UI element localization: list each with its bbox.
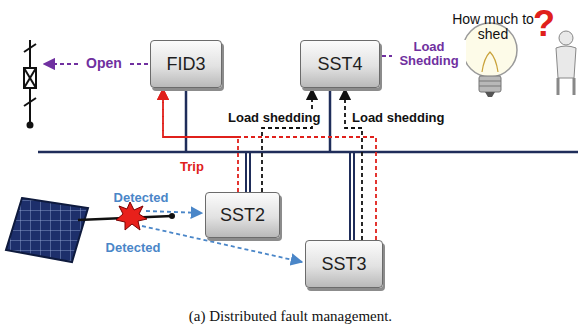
bus-line <box>38 151 578 154</box>
feeder-line <box>329 88 332 152</box>
action-label: Open <box>80 56 128 71</box>
device-name: SST2 <box>220 205 265 226</box>
junction-dot <box>169 213 175 219</box>
detected-label: Detected <box>108 191 174 205</box>
breaker-symbol <box>24 40 36 128</box>
device-name: FID3 <box>166 54 205 75</box>
signal-connector <box>262 89 312 192</box>
device-name: SST4 <box>317 54 362 75</box>
edge-label: Trip <box>178 160 206 174</box>
figure-caption: (a) Distributed fault management. <box>0 308 581 325</box>
edge-label: Load shedding <box>350 111 446 125</box>
thinking-person <box>556 31 576 95</box>
action-label: Load Shedding <box>392 40 466 69</box>
detect-arrow <box>146 211 202 213</box>
device-box: FID3 <box>150 40 222 88</box>
device-box: SST3 <box>305 240 383 288</box>
question-mark: ? <box>532 4 556 44</box>
device-box: SST2 <box>205 192 280 238</box>
question-note: How much to shed <box>452 12 534 43</box>
solar-panel <box>6 198 88 262</box>
detected-label: Detected <box>100 241 166 255</box>
device-box: SST4 <box>300 40 380 88</box>
signal-connector <box>163 89 238 192</box>
device-name: SST3 <box>321 254 366 275</box>
edge-label: Load shedding <box>226 111 322 125</box>
feeder-line <box>185 88 188 152</box>
signal-connector <box>163 89 376 240</box>
